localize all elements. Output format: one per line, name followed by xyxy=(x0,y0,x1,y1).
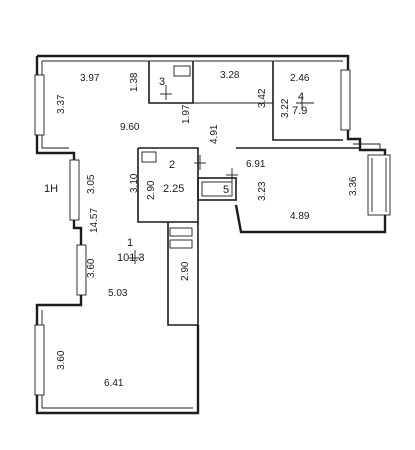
window-right-top xyxy=(340,69,351,131)
dim-3-23: 3.23 xyxy=(257,181,268,201)
dim-3-22: 3.22 xyxy=(280,98,291,118)
room-number-3: 3 xyxy=(159,76,165,88)
window-left-middle xyxy=(69,159,80,221)
dim-2-90-lower: 2.90 xyxy=(180,261,191,281)
room-number-1: 1 xyxy=(127,237,133,249)
dim-2-90-top: 2.90 xyxy=(146,180,157,200)
dim-3-05: 3.05 xyxy=(86,174,97,194)
window-left-bottom xyxy=(34,324,45,396)
dim-2-46: 2.46 xyxy=(290,73,310,84)
interior-walls xyxy=(137,61,360,326)
outer-walls xyxy=(35,54,387,415)
dim-3-97: 3.97 xyxy=(80,73,100,84)
room-markers xyxy=(129,85,314,264)
dimensions-horizontal: 3.97 3.28 2.46 9.60 6.91 4.89 5.03 6.41 xyxy=(80,70,310,389)
dim-5-03: 5.03 xyxy=(108,288,128,299)
dim-14-57: 14.57 xyxy=(89,208,100,233)
dim-6-41: 6.41 xyxy=(104,378,124,389)
dim-3-60-upper: 3.60 xyxy=(86,258,97,278)
dim-3-42: 3.42 xyxy=(257,88,268,108)
dim-4-91: 4.91 xyxy=(209,124,220,144)
room-labels: 3 4 7.9 2 2.25 5 1 101.3 1H xyxy=(44,76,307,264)
room-area-4: 7.9 xyxy=(292,105,307,117)
room-number-5: 5 xyxy=(223,184,229,196)
entrance-label: 1H xyxy=(44,183,58,195)
window-left-lower xyxy=(76,244,87,296)
dim-3-10: 3.10 xyxy=(129,173,140,193)
dim-3-37: 3.37 xyxy=(56,94,67,114)
room-area-1: 101.3 xyxy=(117,252,145,264)
room-number-2: 2 xyxy=(169,159,175,171)
room-area-2: 2.25 xyxy=(163,183,184,195)
dim-3-60-lower: 3.60 xyxy=(56,350,67,370)
dim-1-97: 1.97 xyxy=(181,104,192,124)
dim-1-38: 1.38 xyxy=(129,72,140,92)
dim-9-60: 9.60 xyxy=(120,122,140,133)
dim-6-91: 6.91 xyxy=(246,159,266,170)
dim-3-28: 3.28 xyxy=(220,70,240,81)
window-left-top xyxy=(34,74,45,136)
windows xyxy=(34,69,391,396)
window-right-bay xyxy=(367,154,391,216)
dim-4-89: 4.89 xyxy=(290,211,310,222)
dimensions-vertical: 1.38 3.37 3.42 3.22 1.97 4.91 3.10 2.90 … xyxy=(56,72,359,370)
dim-3-36: 3.36 xyxy=(348,176,359,196)
room-number-4: 4 xyxy=(298,91,304,103)
